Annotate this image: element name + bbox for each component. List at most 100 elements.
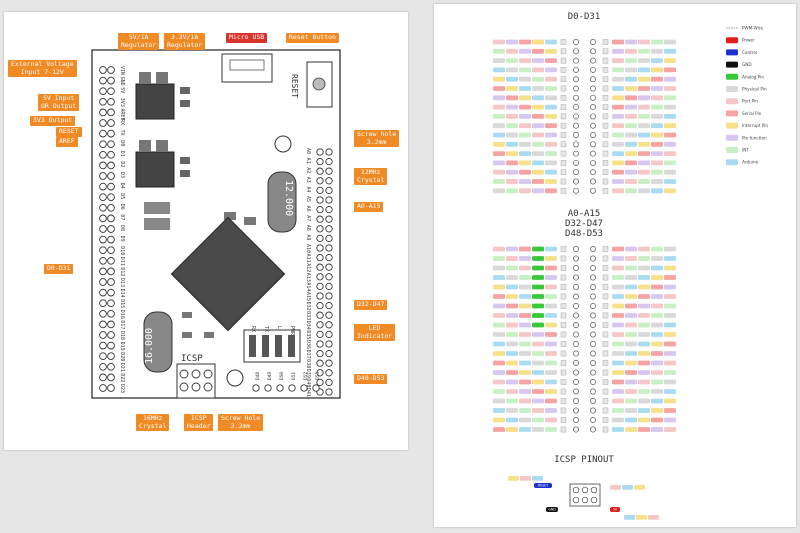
title-d32-d47: D32-D47 [565,219,603,229]
pin-tag [506,351,518,356]
pin-tag [506,160,518,166]
screw-hole-top [274,135,292,153]
pin-pad [573,132,579,138]
pin-tag [520,476,531,481]
crystal-12mhz-text: 12.000 [283,180,294,216]
pin-hole [99,320,107,329]
pin-label: A5 [305,196,311,202]
pin-label: D5 [119,193,125,199]
pin-hole [107,87,115,96]
pin-tag [493,86,505,91]
pin-tag [634,485,645,490]
icsp-hole [203,382,213,392]
label-icsp-header: ICSP Header [184,414,214,431]
led-label: PWR [289,326,295,336]
pin-number-box [602,178,609,185]
pin-tag [545,67,557,73]
pin-pad [573,379,579,385]
pin-tag [651,294,663,299]
pin-tag [638,123,650,129]
pin-tag [506,284,518,290]
pin-tag [519,398,531,404]
pin-pad [590,57,596,64]
pin-tag [519,360,531,366]
pin-pad [590,312,596,319]
pin-tag [638,246,650,252]
pin-hole [312,384,320,392]
pin-hole [99,76,107,85]
label-5v-io: 5V Input OR Output [38,94,80,111]
pin-tag [493,360,505,366]
pin-hole [107,235,115,244]
pin-number-box [602,122,609,129]
pin-tag [638,284,650,290]
pin-label: D0 [119,140,125,146]
pin-tag [532,39,544,45]
pin-tag [493,417,505,423]
pin-tag [664,408,676,413]
pin-tag [648,515,659,520]
pin-tag [664,351,676,356]
pin-tag [493,246,505,252]
pin-label: D10 [119,246,125,255]
pin-pad [590,369,596,376]
pin-tag [612,256,624,261]
pin-pad [590,85,596,92]
pin-tag [625,123,637,129]
pin-tag [545,39,557,45]
pin-label: 5V [119,87,125,93]
pin-tag [664,169,676,175]
pin-label: D20 [119,352,125,361]
pin-label: D11 [119,257,125,266]
pin-number-box [560,360,567,366]
icsp-board-text: ICSP [181,354,203,364]
title-a0-a15: A0-A15 [568,209,601,219]
pin-tag [532,95,544,101]
pin-number-box [560,76,567,82]
pin-hole [316,282,324,291]
pin-label: A6 [305,206,311,212]
pin-tag [638,104,650,110]
pin-pad [590,426,596,433]
pin-tag [664,151,676,156]
pin-label: D13 [119,278,125,287]
pin-tag [638,114,650,119]
pin-tag [545,379,557,385]
label-3v3-regulator: 3.3V/1A Regulator [164,33,206,50]
pin-number-box [602,187,609,194]
pin-tag [493,408,505,413]
pin-tag [532,188,544,194]
pin-hole [99,172,107,180]
pin-tag [625,341,637,347]
pin-tag [532,427,544,432]
pin-tag [506,408,518,413]
pin-hole [99,246,107,255]
pin-tag [532,151,544,156]
pin-hole [325,340,333,348]
pin-tag [612,303,624,309]
pin-tag [506,179,518,184]
pin-tag [519,275,531,280]
pin-tag [625,313,637,318]
pin-tag [519,417,531,423]
pin-tag [545,86,557,91]
label-micro-usb: Micro USB [226,33,268,43]
pin-label: D3 [119,172,125,178]
pin-pad [573,48,579,55]
pin-number-box [602,360,609,366]
pin-number-box [602,379,609,385]
pin-tag [493,151,505,156]
pin-row [493,369,676,376]
pin-tag [625,141,637,147]
pin-number-box [602,94,609,101]
pin-pad [590,66,596,73]
pin-label: A2 [305,167,311,173]
pin-hole [99,352,107,361]
pin-hole [99,299,107,308]
pin-tag [519,246,531,252]
pin-tag [519,370,531,375]
pin-number-box [602,417,609,423]
pin-tag [651,370,663,375]
pin-tag [612,114,624,119]
pin-tag [493,341,505,347]
